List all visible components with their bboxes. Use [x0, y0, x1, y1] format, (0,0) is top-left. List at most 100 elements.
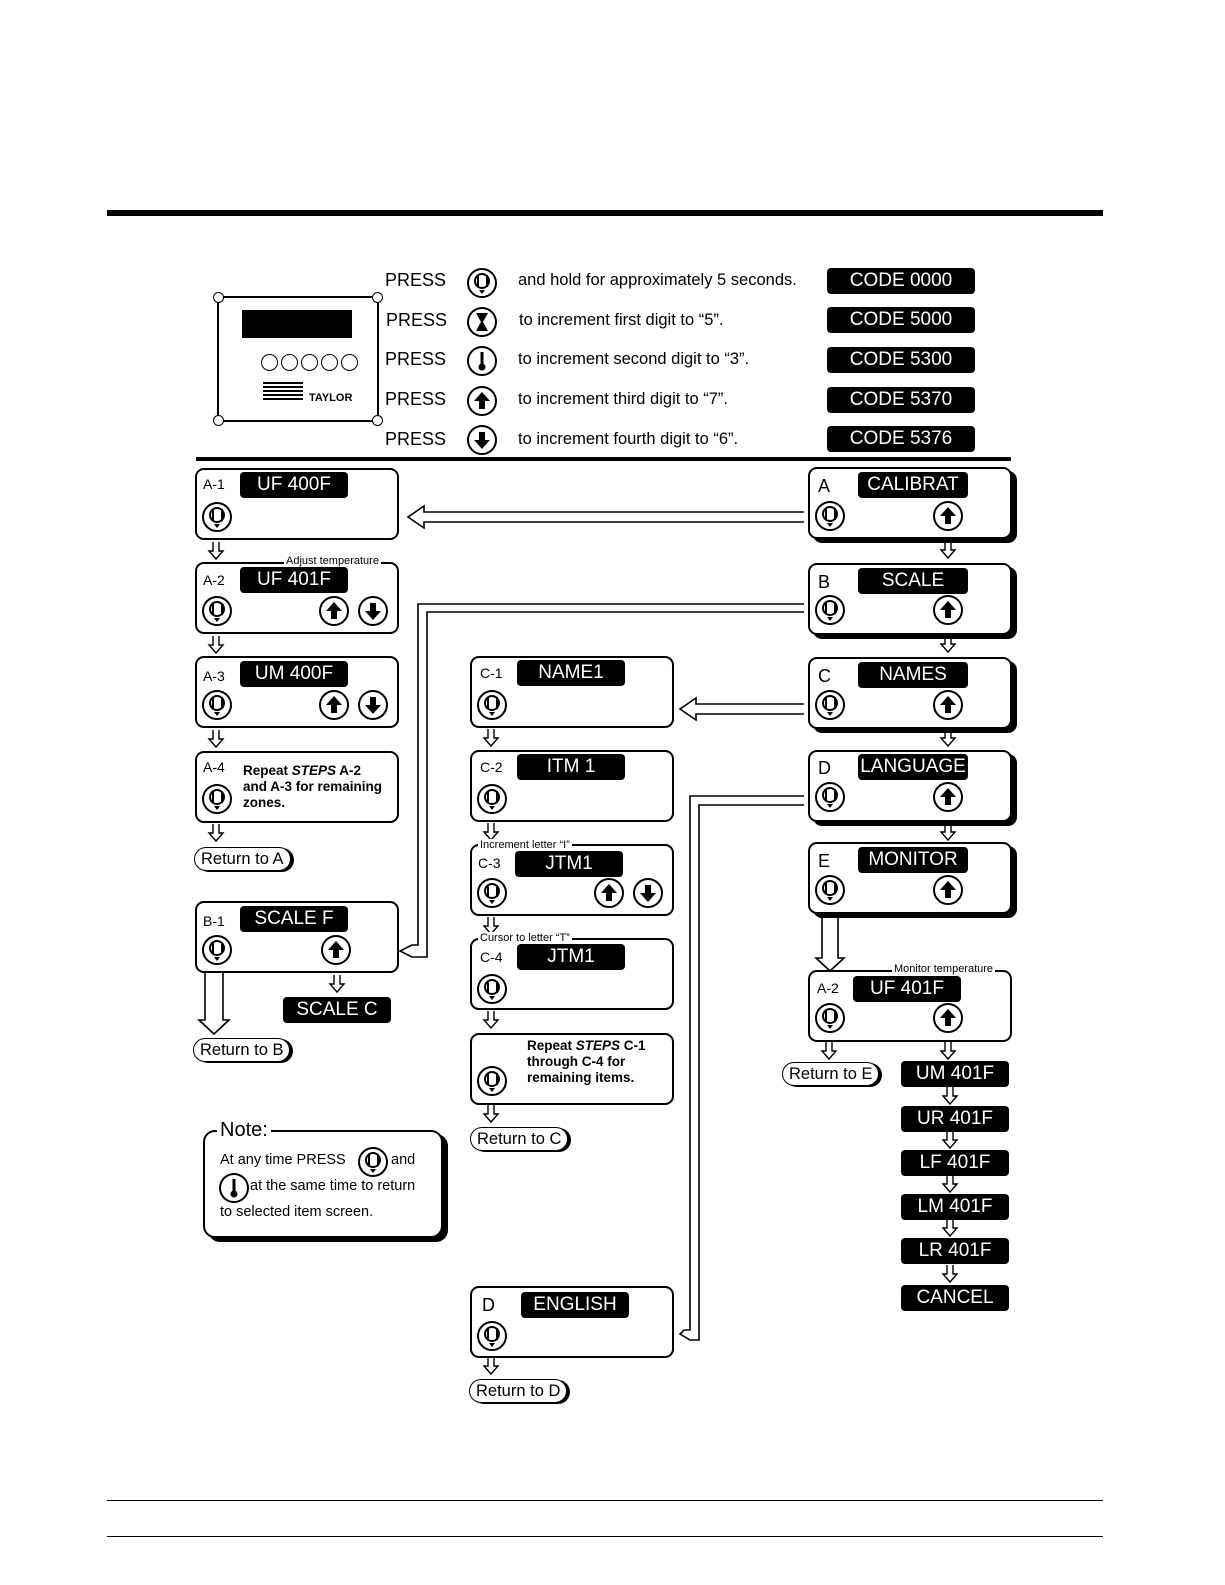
step-caption: Adjust temperature [284, 555, 381, 567]
down-arrow-icon[interactable] [466, 424, 498, 456]
code-display: CODE 5376 [827, 426, 975, 452]
display-readout: NAME1 [517, 660, 625, 686]
note-line: at the same time to return [250, 1178, 416, 1194]
note-line: to selected item screen. [220, 1204, 374, 1220]
display-readout: NAMES [858, 662, 968, 688]
note-title: Note: [217, 1119, 271, 1142]
return-to-e-button[interactable]: Return to E [782, 1062, 880, 1086]
step-label: A-2 [817, 980, 839, 996]
instruction-text: to increment second digit to “3”. [518, 350, 750, 368]
menu-icon[interactable] [476, 877, 508, 909]
menu-icon[interactable] [814, 874, 846, 906]
up-arrow-icon[interactable] [932, 689, 964, 721]
step-label: E [818, 851, 831, 871]
zone-readout: LF 401F [901, 1150, 1009, 1176]
menu-icon[interactable] [201, 595, 233, 627]
code-display: CODE 5000 [827, 307, 975, 333]
menu-icon[interactable] [814, 689, 846, 721]
footer-rule-bottom [107, 1536, 1103, 1537]
up-arrow-icon[interactable] [318, 595, 350, 627]
return-to-c-button[interactable]: Return to C [470, 1127, 569, 1151]
screw-icon [372, 415, 383, 426]
thermometer-icon[interactable] [466, 345, 498, 377]
menu-icon[interactable] [357, 1146, 389, 1178]
up-arrow-icon[interactable] [932, 874, 964, 906]
press-label: PRESS [385, 389, 447, 409]
instruction-text: and hold for approximately 5 seconds. [518, 271, 797, 289]
display-readout: UM 400F [240, 661, 348, 687]
menu-icon[interactable] [814, 500, 846, 532]
screw-icon [213, 415, 224, 426]
step-label: C-2 [480, 759, 503, 775]
step-a4-screen [195, 751, 399, 823]
code-display: CODE 0000 [827, 268, 975, 294]
repeat-instructions: Repeat STEPS A-2 and A-3 for remaining z… [243, 763, 383, 810]
thermometer-icon[interactable] [218, 1172, 250, 1204]
up-arrow-icon[interactable] [932, 781, 964, 813]
display-readout: LANGUAGE [858, 754, 968, 780]
section-rule [196, 457, 1011, 461]
menu-icon[interactable] [201, 689, 233, 721]
note-line: At any time PRESS [220, 1152, 346, 1168]
controller-buttons [261, 354, 369, 372]
menu-icon[interactable] [476, 973, 508, 1005]
up-arrow-icon[interactable] [466, 385, 498, 417]
code-display: CODE 5370 [827, 387, 975, 413]
display-readout: SCALE C [283, 997, 391, 1023]
menu-icon[interactable] [814, 594, 846, 626]
up-arrow-icon[interactable] [932, 1002, 964, 1034]
step-caption: Increment letter “I” [478, 839, 572, 851]
step-label: B [818, 572, 831, 592]
zone-readout: CANCEL [901, 1285, 1009, 1311]
down-arrow-icon[interactable] [632, 877, 664, 909]
menu-icon[interactable] [814, 781, 846, 813]
display-readout: MONITOR [858, 847, 968, 873]
step-label: C-4 [480, 949, 503, 965]
menu-icon[interactable] [476, 689, 508, 721]
display-readout: ITM 1 [517, 754, 625, 780]
up-arrow-icon[interactable] [320, 934, 352, 966]
press-label: PRESS [385, 349, 447, 369]
return-to-b-button[interactable]: Return to B [193, 1038, 291, 1062]
controller-panel: TAYLOR [213, 292, 383, 426]
step-caption: Monitor temperature [892, 963, 996, 975]
controller-display [242, 310, 352, 338]
instruction-text: to increment third digit to “7”. [518, 390, 729, 408]
press-label: PRESS [385, 270, 447, 290]
step-label: C-3 [478, 855, 501, 871]
step-label: A-1 [203, 476, 225, 492]
menu-icon[interactable] [476, 1065, 508, 1097]
menu-icon[interactable] [466, 267, 498, 299]
down-arrow-icon[interactable] [357, 689, 389, 721]
timer-icon[interactable] [466, 306, 498, 338]
display-readout: JTM1 [517, 944, 625, 970]
menu-icon[interactable] [476, 783, 508, 815]
footer-rule-top [107, 1500, 1103, 1501]
up-arrow-icon[interactable] [932, 594, 964, 626]
menu-icon[interactable] [814, 1002, 846, 1034]
step-caption: Cursor to letter “T” [478, 932, 572, 944]
return-to-d-button[interactable]: Return to D [469, 1379, 568, 1403]
up-arrow-icon[interactable] [593, 877, 625, 909]
down-arrow-icon[interactable] [357, 595, 389, 627]
step-label: A-4 [203, 759, 225, 775]
step-label: D [818, 758, 831, 778]
step-label: A-2 [203, 572, 225, 588]
menu-icon[interactable] [201, 934, 233, 966]
display-readout: ENGLISH [521, 1292, 629, 1318]
instruction-text: to increment first digit to “5”. [519, 311, 724, 329]
code-display: CODE 5300 [827, 347, 975, 373]
zone-readout: UM 401F [901, 1061, 1009, 1087]
note-line: and [391, 1152, 416, 1168]
menu-icon[interactable] [201, 501, 233, 533]
step-label: C [818, 666, 831, 686]
display-readout: CALIBRAT [858, 472, 968, 498]
up-arrow-icon[interactable] [932, 500, 964, 532]
instruction-text: to increment fourth digit to “6”. [518, 430, 739, 448]
return-to-a-button[interactable]: Return to A [194, 847, 291, 871]
menu-icon[interactable] [201, 783, 233, 815]
menu-icon[interactable] [476, 1320, 508, 1352]
press-label: PRESS [386, 310, 448, 330]
up-arrow-icon[interactable] [318, 689, 350, 721]
